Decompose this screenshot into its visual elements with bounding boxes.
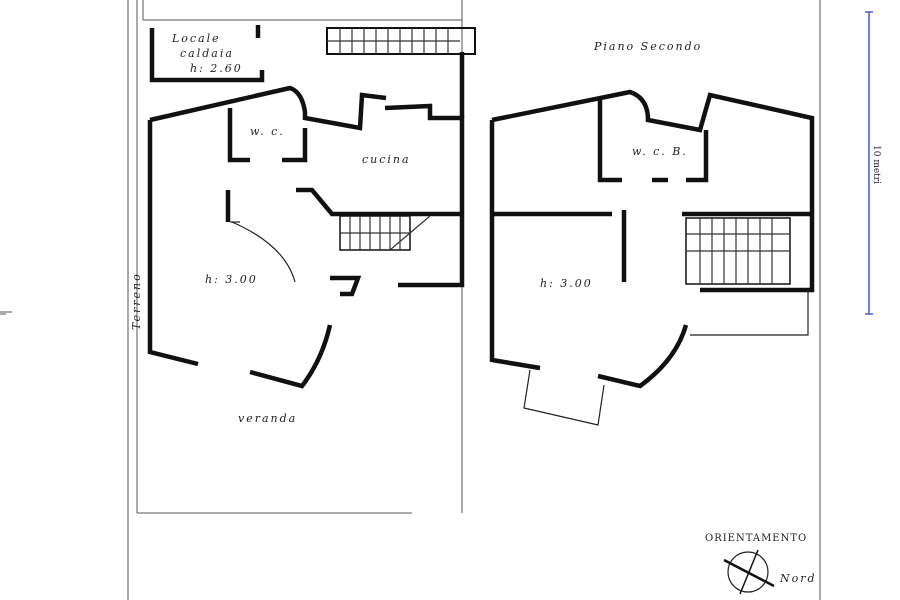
scale-bar [865, 11, 873, 315]
second-stairs [685, 217, 791, 285]
compass-icon [723, 549, 775, 595]
sheet-frame [0, 0, 821, 600]
kitchen-label: cucina [362, 153, 411, 166]
boiler-room-label-1: Locale [171, 32, 221, 45]
boiler-room-label-2: caldaia [180, 47, 234, 60]
second-height-label: h: 3.00 [540, 277, 593, 290]
north-label: Nord [779, 572, 817, 585]
veranda-label: veranda [238, 412, 297, 425]
ground-height-label: h: 3.00 [205, 273, 258, 286]
wc-ground-label: w. c. [250, 125, 285, 138]
ground-stairs [339, 215, 431, 251]
second-floor-title: Piano Secondo [593, 40, 702, 53]
ground-floor-label: Terreno [130, 272, 143, 330]
upper-stairs [326, 27, 476, 55]
scale-label: 10 metri [871, 145, 881, 184]
boiler-room [149, 25, 265, 83]
wc-second-label: w. c. B. [632, 145, 688, 158]
second-floor-walls [489, 89, 815, 389]
ground-floor-walls [147, 52, 465, 389]
orientation-title: ORIENTAMENTO [705, 533, 807, 544]
boiler-room-height: h: 2.60 [190, 62, 243, 75]
balcony-second [523, 369, 605, 426]
terrace-outline [690, 290, 809, 336]
door-arc-ground [231, 221, 296, 283]
